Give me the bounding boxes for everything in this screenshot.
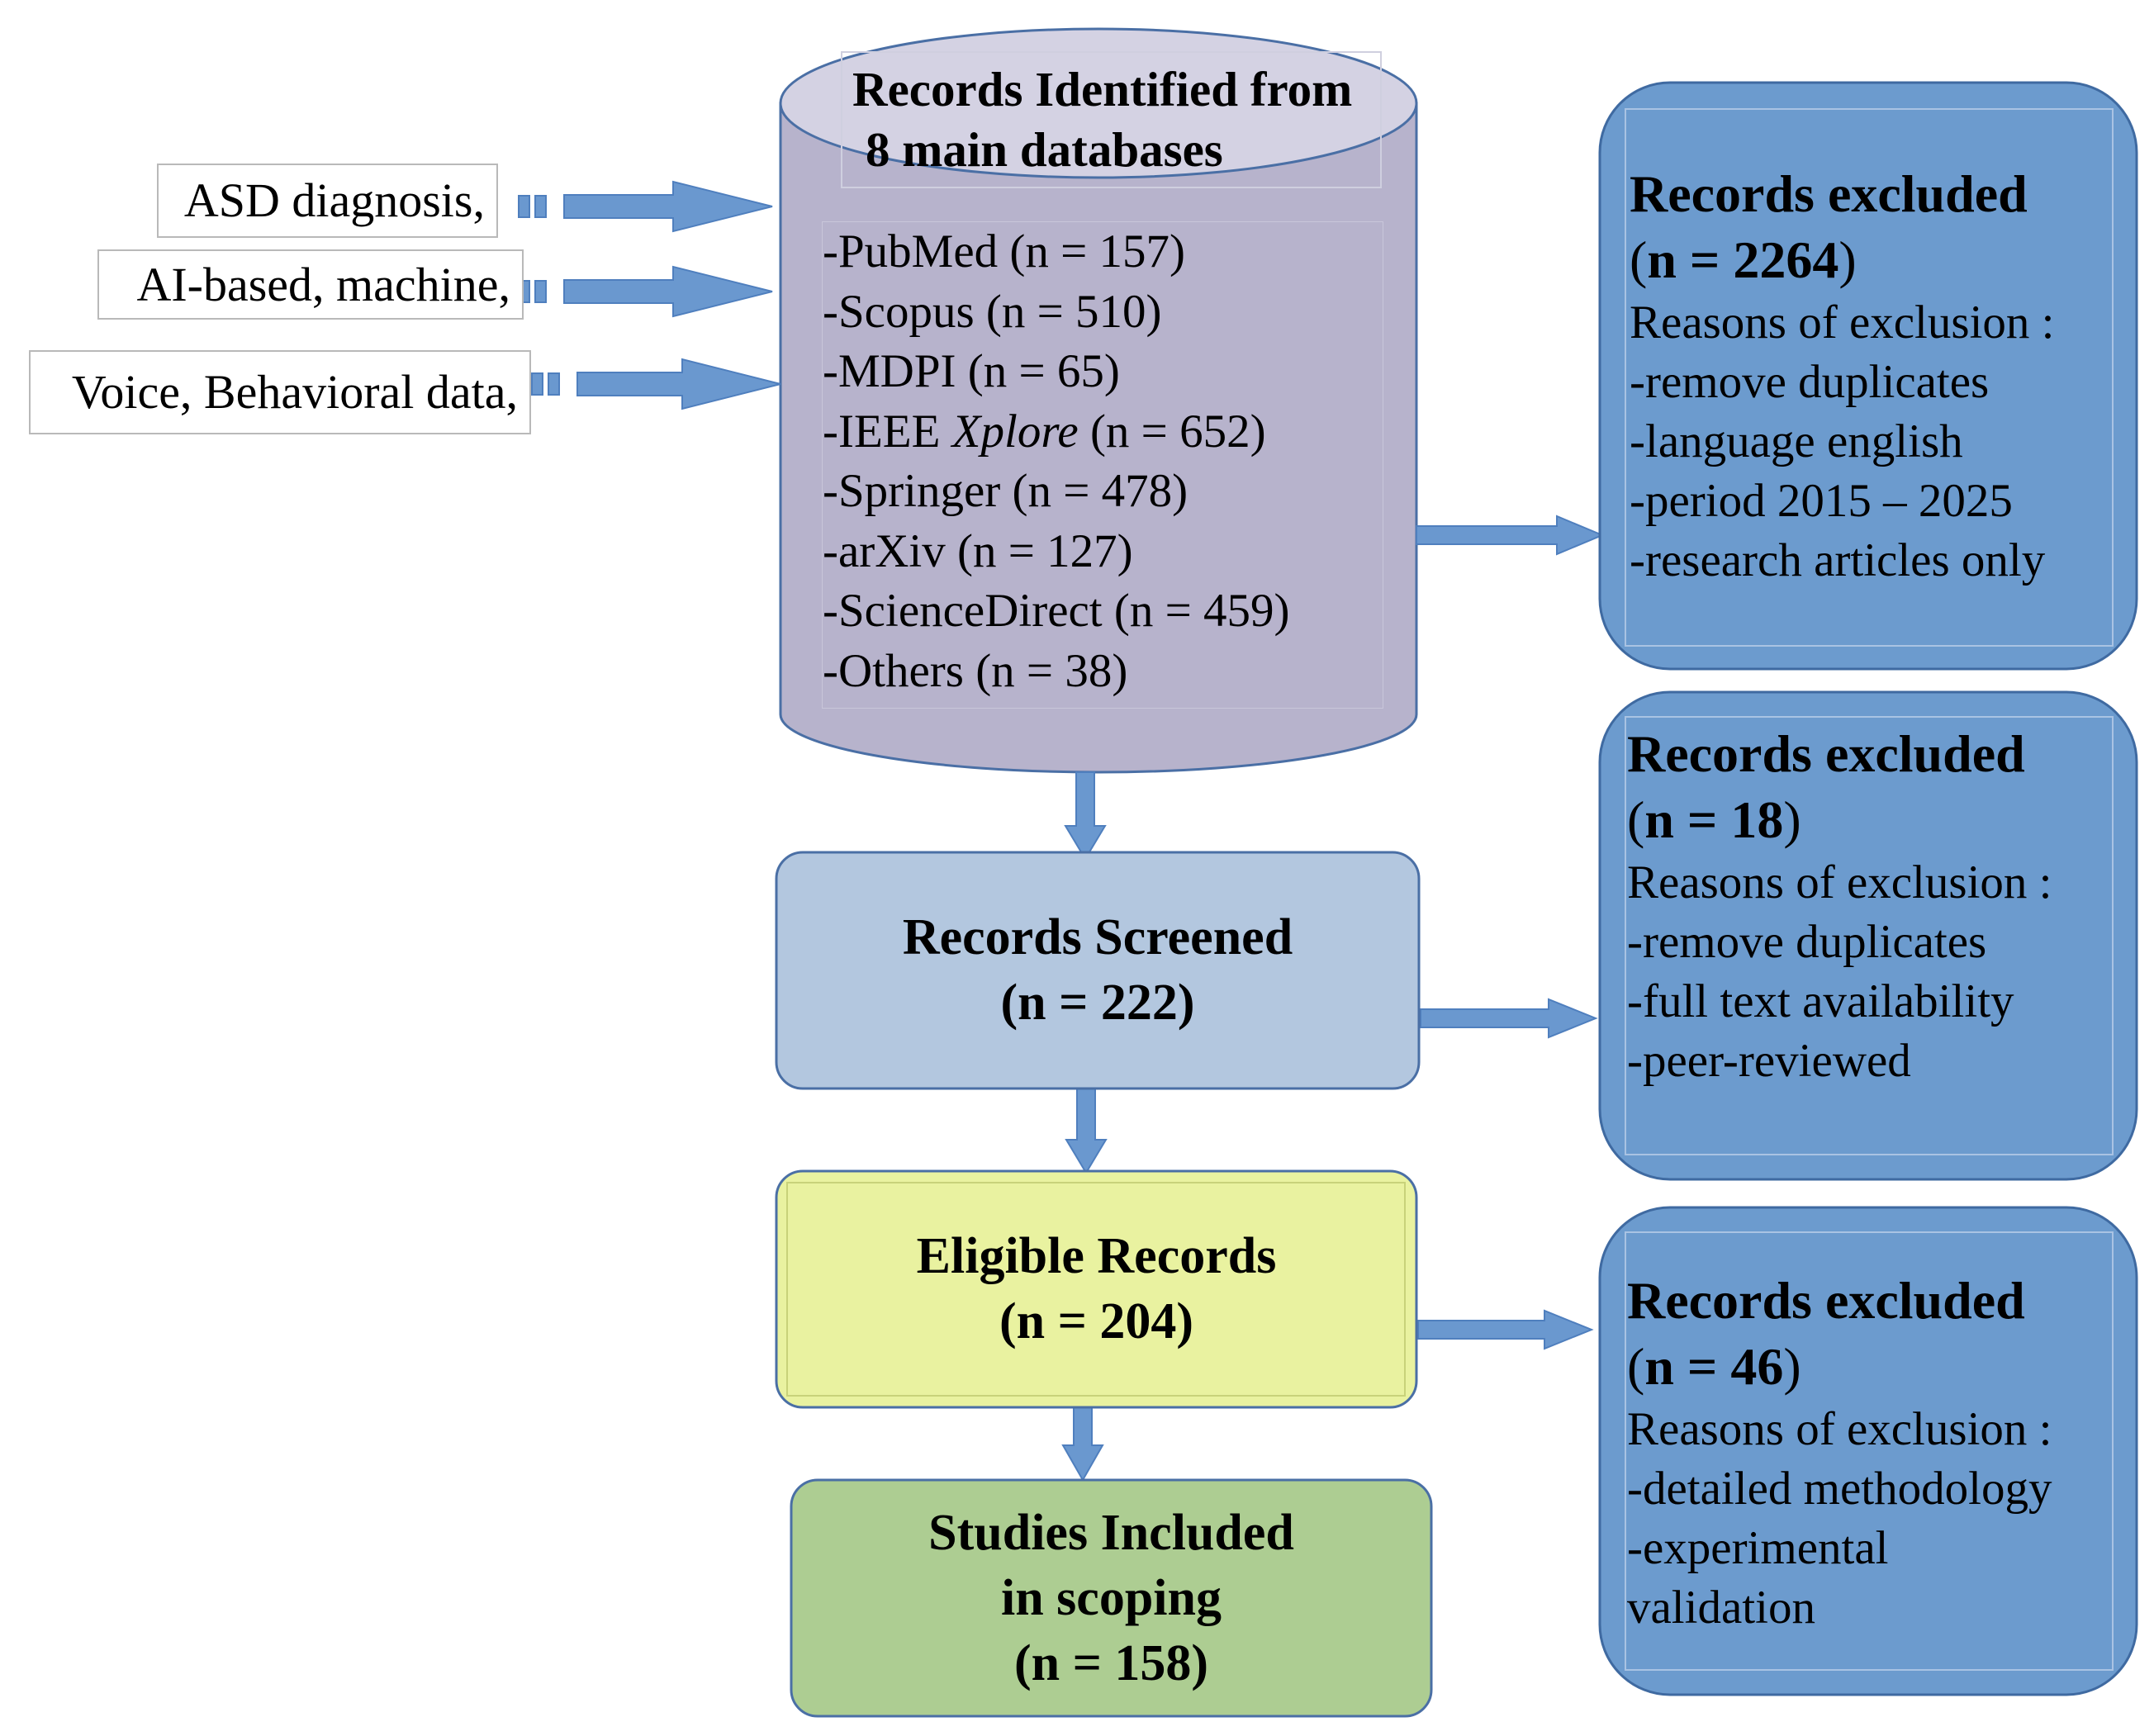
database-cylinder-top <box>779 27 1418 179</box>
database-item: -PubMed (n = 157) <box>823 225 1186 277</box>
included-label-line1: Studies Included <box>928 1504 1294 1561</box>
database-list: -PubMed (n = 157) -Scopus (n = 510) -MDP… <box>822 221 1383 709</box>
arrow-to-excluded-2 <box>1420 998 1598 1039</box>
excluded-box-2-frame <box>1625 716 2114 1155</box>
database-cylinder <box>779 102 1418 774</box>
exclusion-reason: -experimental <box>1627 1522 1889 1574</box>
database-item: -ScienceDirect (n = 459) <box>823 585 1290 637</box>
keyword-box-2: AI-based, machine, <box>97 249 524 320</box>
exclusion-reason: -full text availability <box>1627 975 2014 1027</box>
keyword-label-1: ASD diagnosis, <box>183 173 485 227</box>
exclusion-reasons-label: Reasons of exclusion : <box>1627 856 2052 908</box>
included-label-line2: in scoping <box>1000 1569 1222 1626</box>
keyword-label-3: Voice, Behavioral data, <box>71 365 518 419</box>
arrow-down-2 <box>1065 1088 1108 1174</box>
keyword-label-2: AI-based, machine, <box>136 257 510 311</box>
identified-title-line2: 8 main databases <box>866 122 1223 177</box>
database-item: -Scopus (n = 510) <box>823 285 1162 338</box>
eligible-box: Eligible Records (n = 204) <box>776 1171 1416 1407</box>
eligible-box-shape <box>775 1169 1418 1409</box>
excluded-box-3-frame <box>1625 1231 2114 1671</box>
identified-title-line1: Records Identified from <box>852 62 1353 116</box>
database-item: -arXiv (n = 127) <box>823 524 1133 577</box>
excluded-title: Records excluded <box>1627 1271 2025 1330</box>
excluded-count: (n = 46) <box>1627 1337 1801 1396</box>
excluded-count: (n = 2264) <box>1630 230 1857 289</box>
excluded-count: (n = 18) <box>1627 790 1801 849</box>
screened-box-shape <box>775 851 1421 1090</box>
exclusion-reason: -research articles only <box>1630 534 2046 586</box>
exclusion-reason: -detailed methodology <box>1627 1463 2052 1515</box>
excluded-box-1-frame <box>1625 108 2114 647</box>
screened-count: (n = 222) <box>1000 975 1195 1031</box>
excluded-box-3: Records excluded (n = 46) Reasons of exc… <box>1627 1268 2114 1638</box>
keyword-box-1: ASD diagnosis, <box>157 164 498 238</box>
exclusion-reason: validation <box>1627 1582 1815 1634</box>
excluded-box-1-shape <box>1598 81 2138 671</box>
database-item: -MDPI (n = 65) <box>823 345 1120 397</box>
exclusion-reason: -period 2015 – 2025 <box>1630 475 2013 527</box>
eligible-box-inner-frame <box>786 1182 1406 1397</box>
arrow-down-1 <box>1064 771 1107 861</box>
keyword-arrow-1 <box>518 180 773 233</box>
exclusion-reasons-label: Reasons of exclusion : <box>1627 1403 2052 1455</box>
identified-title: Records Identified from 8 main databases <box>841 51 1382 188</box>
included-box-shape <box>790 1478 1433 1718</box>
database-item: -Others (n = 38) <box>823 644 1128 697</box>
excluded-title: Records excluded <box>1630 164 2028 223</box>
included-box: Studies Included in scoping (n = 158) <box>791 1480 1431 1716</box>
excluded-box-2-shape <box>1598 690 2138 1181</box>
keyword-arrow-3 <box>531 358 781 410</box>
eligible-label: Eligible Records <box>916 1228 1277 1284</box>
exclusion-reason: -language english <box>1630 415 1963 467</box>
screened-box: Records Screened (n = 222) <box>776 852 1419 1089</box>
exclusion-reason: -remove duplicates <box>1627 916 1987 968</box>
database-item: -IEEE Xplore (n = 652) <box>823 405 1266 458</box>
database-item: -Springer (n = 478) <box>823 465 1188 517</box>
excluded-title: Records excluded <box>1627 724 2025 783</box>
arrow-to-excluded-1 <box>1416 515 1605 556</box>
excluded-box-1: Records excluded (n = 2264) Reasons of e… <box>1630 161 2117 591</box>
included-count: (n = 158) <box>1013 1634 1209 1691</box>
excluded-box-2: Records excluded (n = 18) Reasons of exc… <box>1627 721 2114 1091</box>
keyword-arrow-2 <box>518 265 773 318</box>
screened-label: Records Screened <box>902 909 1293 965</box>
eligible-count: (n = 204) <box>999 1293 1194 1349</box>
exclusion-reasons-label: Reasons of exclusion : <box>1630 296 2055 349</box>
keyword-box-3: Voice, Behavioral data, <box>29 350 531 434</box>
excluded-box-3-shape <box>1598 1206 2138 1696</box>
exclusion-reason: -peer-reviewed <box>1627 1035 1911 1087</box>
exclusion-reason: -remove duplicates <box>1630 356 1990 408</box>
arrow-to-excluded-3 <box>1417 1309 1594 1350</box>
